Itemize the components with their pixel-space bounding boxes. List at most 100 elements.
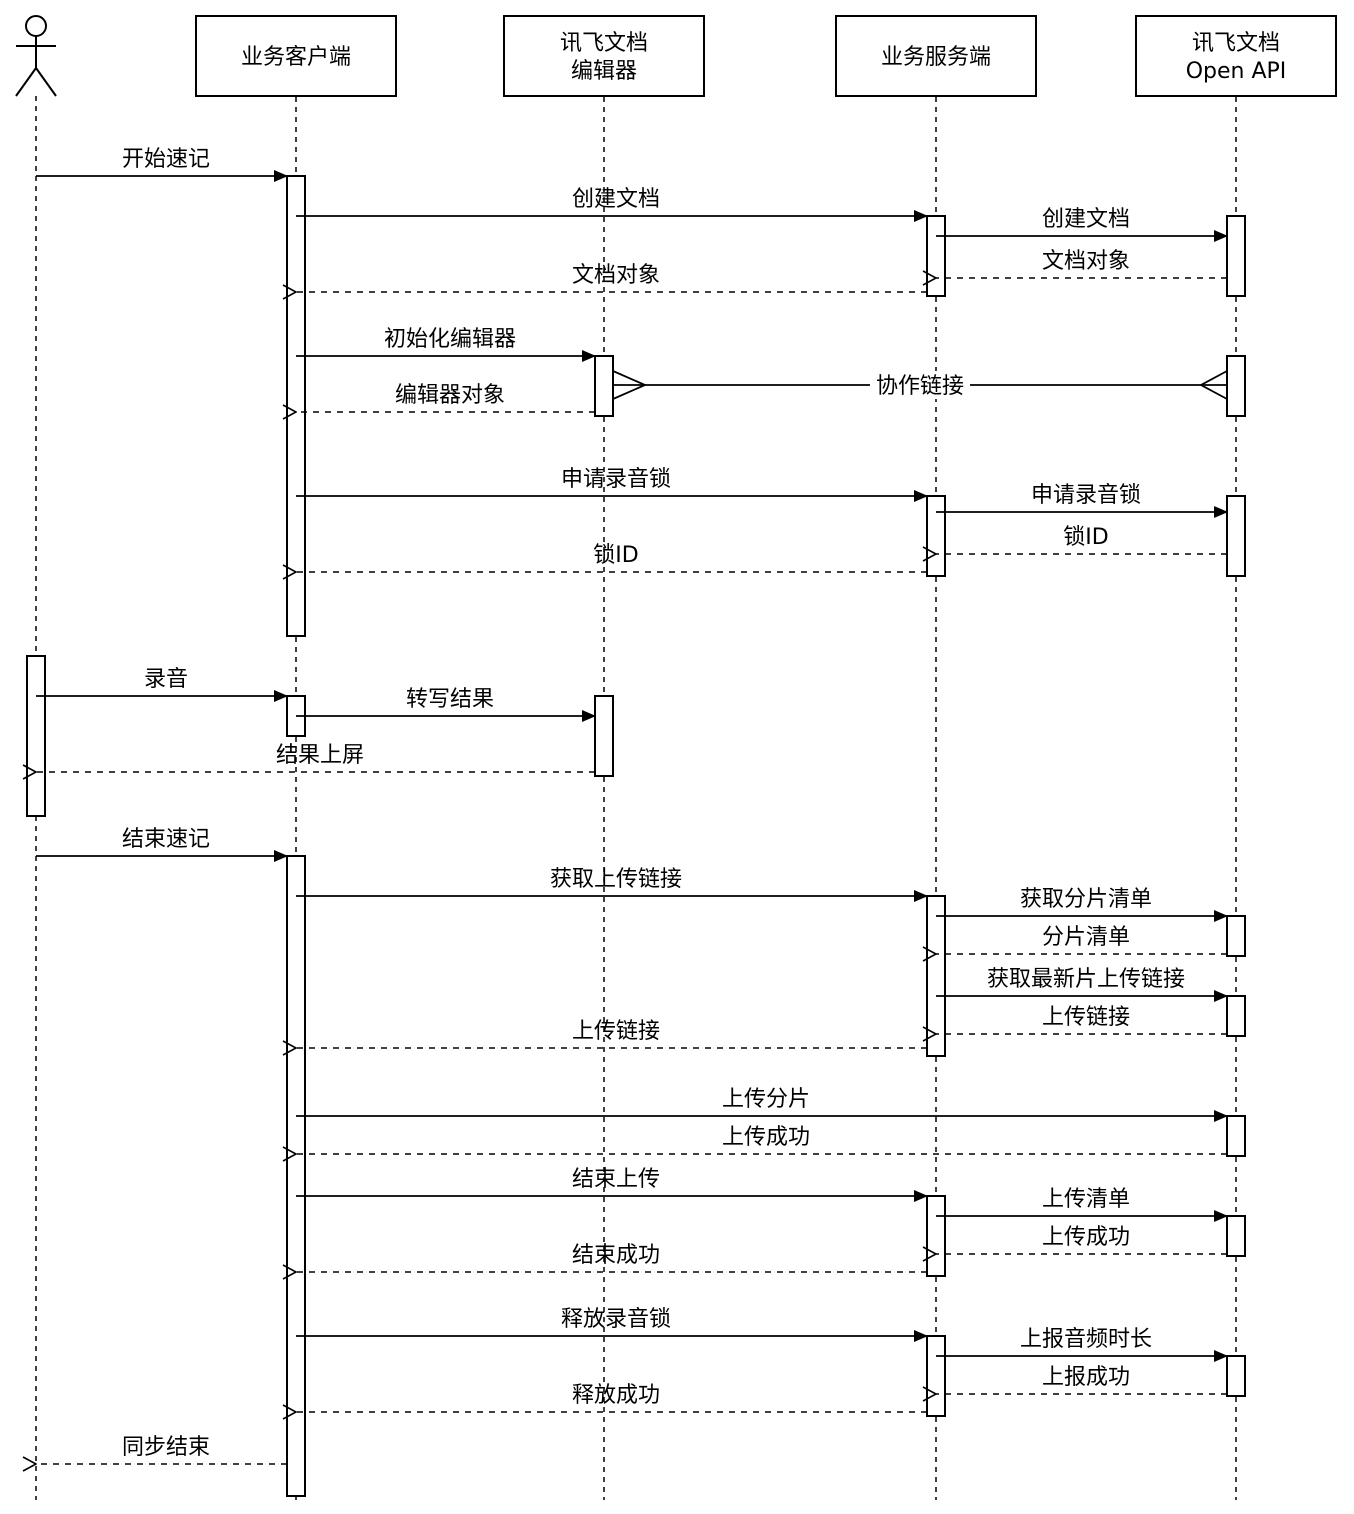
message-19: 分片清单 [936,925,1227,954]
activation-server-5 [926,1335,946,1417]
activation-editor-1 [594,355,614,417]
message-label: 上传分片 [722,1087,810,1112]
message-label: 锁ID [593,543,638,568]
activation-server-3 [926,895,946,1057]
message-label: 上传成功 [722,1125,810,1150]
message-15: 结果上屏 [36,743,595,772]
message-label: 获取最新片上传链接 [987,967,1185,992]
participant-api-label-line2: Open API [1186,59,1287,84]
message-30: 上报音频时长 [936,1327,1228,1362]
activation-api-2 [1226,355,1246,417]
activation-server-4 [926,1195,946,1277]
message-3: 创建文档 [936,207,1228,242]
message-26: 上传清单 [936,1187,1228,1222]
message-13: 录音 [36,667,288,702]
message-label: 上传成功 [1042,1225,1130,1250]
participant-server-label: 业务服务端 [881,45,991,70]
activation-api-3 [1226,495,1246,577]
message-7: 协作链接 [612,370,1228,400]
link-label: 协作链接 [876,374,964,399]
message-9: 申请录音锁 [296,467,928,502]
message-12: 锁ID [296,543,927,572]
message-label: 申请录音锁 [1031,483,1141,508]
message-32: 释放成功 [296,1383,927,1412]
participant-editor: 讯飞文档 编辑器 [503,15,705,97]
participant-editor-label-line2: 编辑器 [571,59,637,84]
message-label: 结束成功 [572,1243,660,1268]
message-label: 初始化编辑器 [384,327,516,352]
message-label: 同步结束 [122,1435,210,1460]
activation-client-3 [286,855,306,1497]
participant-client: 业务客户端 [195,15,397,97]
message-label: 上传清单 [1042,1187,1130,1212]
message-11: 锁ID [936,525,1227,554]
activation-server-2 [926,495,946,577]
message-label: 录音 [144,667,188,692]
message-1: 开始速记 [36,147,288,182]
message-label: 文档对象 [1042,249,1130,274]
participant-server: 业务服务端 [835,15,1037,97]
message-23: 上传分片 [296,1087,1228,1122]
activation-api-4 [1226,915,1246,957]
activation-api-6 [1226,1115,1246,1157]
message-27: 上传成功 [936,1225,1227,1254]
message-29: 释放录音锁 [296,1307,928,1342]
message-label: 释放成功 [572,1383,660,1408]
participant-api-label-line1: 讯飞文档 [1192,31,1280,56]
message-label: 创建文档 [1042,207,1130,232]
message-label: 结束上传 [572,1167,660,1192]
participant-editor-label-line1: 讯飞文档 [560,31,648,56]
message-31: 上报成功 [936,1365,1227,1394]
participant-api: 讯飞文档 Open API [1135,15,1337,97]
message-8: 编辑器对象 [296,383,595,412]
message-label: 释放录音锁 [561,1307,671,1332]
message-label: 结束速记 [122,827,210,852]
message-label: 获取上传链接 [550,867,682,892]
message-label: 创建文档 [572,187,660,212]
message-label: 文档对象 [572,263,660,288]
participants: 业务客户端 讯飞文档 编辑器 业务服务端 讯飞文档 Open API [195,15,1337,97]
activation-api-1 [1226,215,1246,297]
message-20: 获取最新片上传链接 [936,967,1228,1002]
message-label: 申请录音锁 [561,467,671,492]
message-25: 结束上传 [296,1167,928,1202]
message-label: 分片清单 [1042,925,1130,950]
message-label: 获取分片清单 [1020,887,1152,912]
message-label: 上传链接 [1042,1005,1130,1030]
activation-user-1 [26,655,46,817]
activation-api-8 [1226,1355,1246,1397]
message-4: 文档对象 [936,249,1227,278]
message-17: 获取上传链接 [296,867,928,902]
message-22: 上传链接 [296,1019,927,1048]
actor-figure [15,15,57,97]
message-label: 开始速记 [122,147,210,172]
messages: 开始速记创建文档创建文档文档对象文档对象初始化编辑器协作链接编辑器对象申请录音锁… [36,147,1228,1464]
link-end-api [1199,370,1228,400]
message-label: 上报成功 [1042,1365,1130,1390]
activation-api-5 [1226,995,1246,1037]
activation-editor-2 [594,695,614,777]
message-16: 结束速记 [36,827,288,862]
activation-api-7 [1226,1215,1246,1257]
message-label: 编辑器对象 [395,383,505,408]
message-28: 结束成功 [296,1243,927,1272]
message-33: 同步结束 [36,1435,287,1464]
message-5: 文档对象 [296,263,927,292]
message-label: 结果上屏 [276,743,364,768]
message-18: 获取分片清单 [936,887,1228,922]
message-label: 上传链接 [572,1019,660,1044]
message-2: 创建文档 [296,187,928,222]
message-label: 上报音频时长 [1020,1327,1152,1352]
message-label: 锁ID [1063,525,1108,550]
activation-server-1 [926,215,946,297]
message-10: 申请录音锁 [936,483,1228,518]
message-14: 转写结果 [296,687,596,722]
link-label-bg [870,371,970,399]
activation-client-1 [286,175,306,637]
message-6: 初始化编辑器 [296,327,596,362]
message-label: 转写结果 [406,687,494,712]
message-21: 上传链接 [936,1005,1227,1034]
lifelines [35,96,1237,1500]
link-end-editor [612,370,648,400]
